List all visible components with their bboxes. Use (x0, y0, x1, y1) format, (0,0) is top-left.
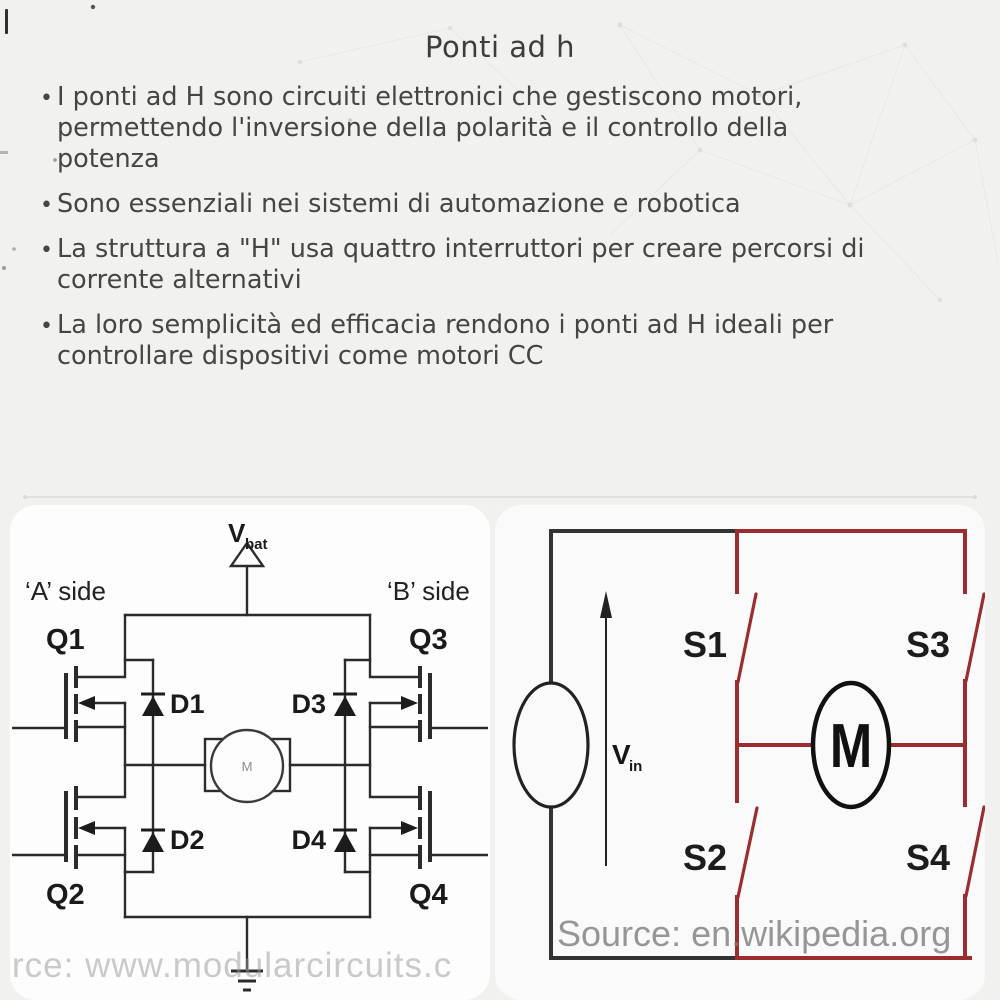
vbat-label: V (228, 518, 246, 548)
switch-s3 (964, 592, 985, 683)
vin-arrow-icon (600, 591, 612, 866)
bullet-list: I ponti ad H sono circuiti elettronici c… (40, 82, 864, 386)
motor-symbol: M (810, 680, 892, 810)
switch-s2 (736, 806, 759, 899)
switch-labels: S1 S2 S3 S4 (683, 624, 950, 878)
schematic-labels: V bat ‘A’ side ‘B’ side Q1 Q2 Q3 Q4 D1 D… (25, 518, 470, 911)
bullet-1-line-1: I ponti ad H sono circuiti elettronici c… (57, 82, 803, 112)
motor-label: M (830, 712, 872, 781)
switch-hbridge-figure: M S1 S2 S3 S4 V in Source: en.wikipedia.… (495, 505, 985, 1000)
d3-label: D3 (291, 689, 326, 719)
q2-label: Q2 (46, 879, 85, 911)
ground-icon (231, 969, 263, 992)
s1-label: S1 (683, 624, 727, 665)
mosfet-plates (12, 666, 488, 869)
bullet-1-line-2: permettendo l'inversione della polarità … (57, 113, 789, 143)
bullet-4-line-1: La loro semplicità ed efficacia rendono … (57, 310, 834, 340)
diode-symbols (141, 692, 357, 852)
s3-label: S3 (906, 624, 950, 665)
bullet-3-line-2: corrente alternativi (57, 265, 302, 295)
source-loop-wires (549, 529, 739, 960)
bullet-3-line-1: La struttura a "H" usa quattro interrutt… (57, 234, 865, 264)
bridge-wires (735, 529, 972, 960)
d2-label: D2 (170, 825, 205, 855)
list-item: Sono essenziali nei sistemi di automazio… (40, 189, 864, 221)
d4-label: D4 (291, 825, 326, 855)
list-item: La loro semplicità ed efficacia rendono … (40, 310, 864, 372)
mosfet-hbridge-figure: M V bat ‘A’ side ‘B’ side Q1 Q2 Q3 Q4 D1… (10, 505, 490, 1000)
list-item: La struttura a "H" usa quattro interrutt… (40, 234, 864, 296)
voltage-source (512, 681, 590, 809)
motor-label: M (242, 759, 253, 774)
q1-label: Q1 (46, 624, 85, 656)
mosfet-body-arrows (78, 696, 418, 835)
vbat-terminal-arrow (228, 540, 266, 568)
vin-subscript: in (629, 758, 642, 775)
b-side-label: ‘B’ side (387, 576, 470, 606)
vbat-subscript: bat (245, 536, 268, 553)
source-credit-text: Source: en.wikipedia.org (557, 913, 951, 954)
bullet-2-line-1: Sono essenziali nei sistemi di automazio… (57, 189, 741, 219)
vin-label: V (612, 739, 631, 770)
list-item: I ponti ad H sono circuiti elettronici c… (40, 82, 864, 175)
bullet-4-line-2: controllare dispositivi come motori CC (57, 341, 544, 371)
switch-s1 (736, 592, 758, 684)
watermark-text: rce: www.modularcircuits.c (12, 946, 452, 985)
divider (23, 495, 977, 499)
s2-label: S2 (683, 837, 727, 878)
q3-label: Q3 (409, 624, 448, 656)
motor-symbol: M (203, 728, 292, 804)
q4-label: Q4 (409, 879, 448, 911)
bullet-1-line-3: potenza (57, 144, 160, 174)
switch-s4 (964, 805, 985, 898)
d1-label: D1 (170, 689, 205, 719)
a-side-label: ‘A’ side (25, 576, 106, 606)
page-title: Ponti ad h (425, 30, 575, 64)
s4-label: S4 (906, 837, 950, 878)
